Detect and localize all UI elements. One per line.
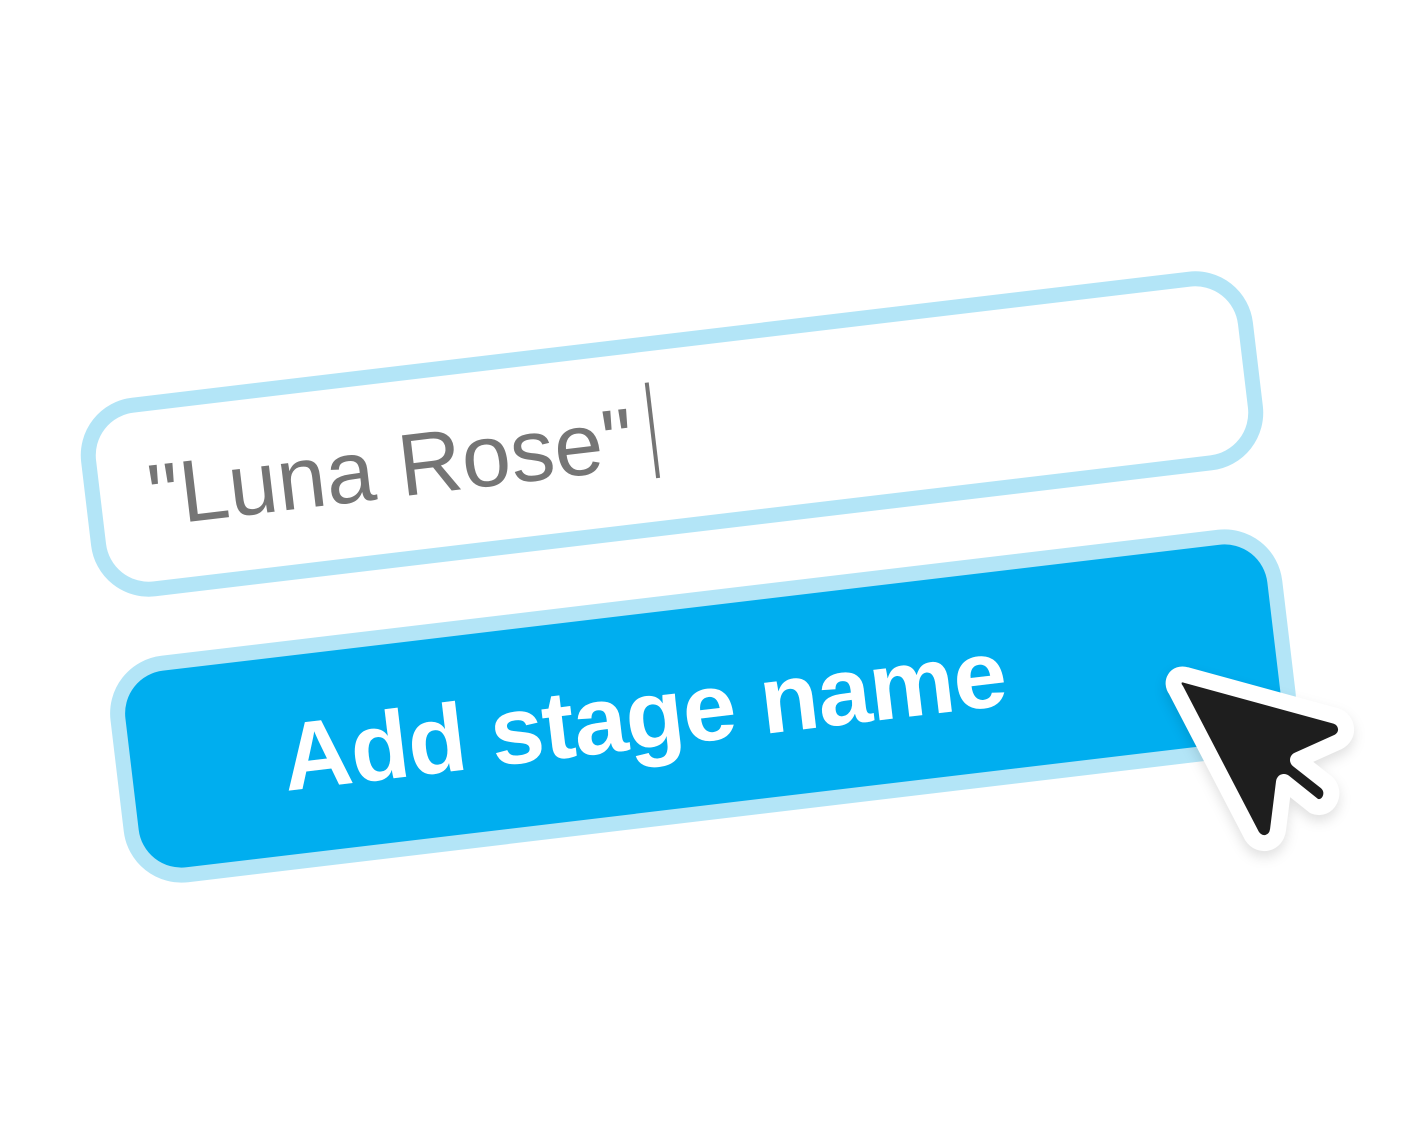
stage-name-input-value: "Luna Rose"	[142, 388, 640, 546]
text-caret	[644, 382, 661, 479]
add-stage-name-button-label: Add stage name	[276, 619, 1012, 812]
arrow-pointer-icon	[1165, 666, 1354, 852]
